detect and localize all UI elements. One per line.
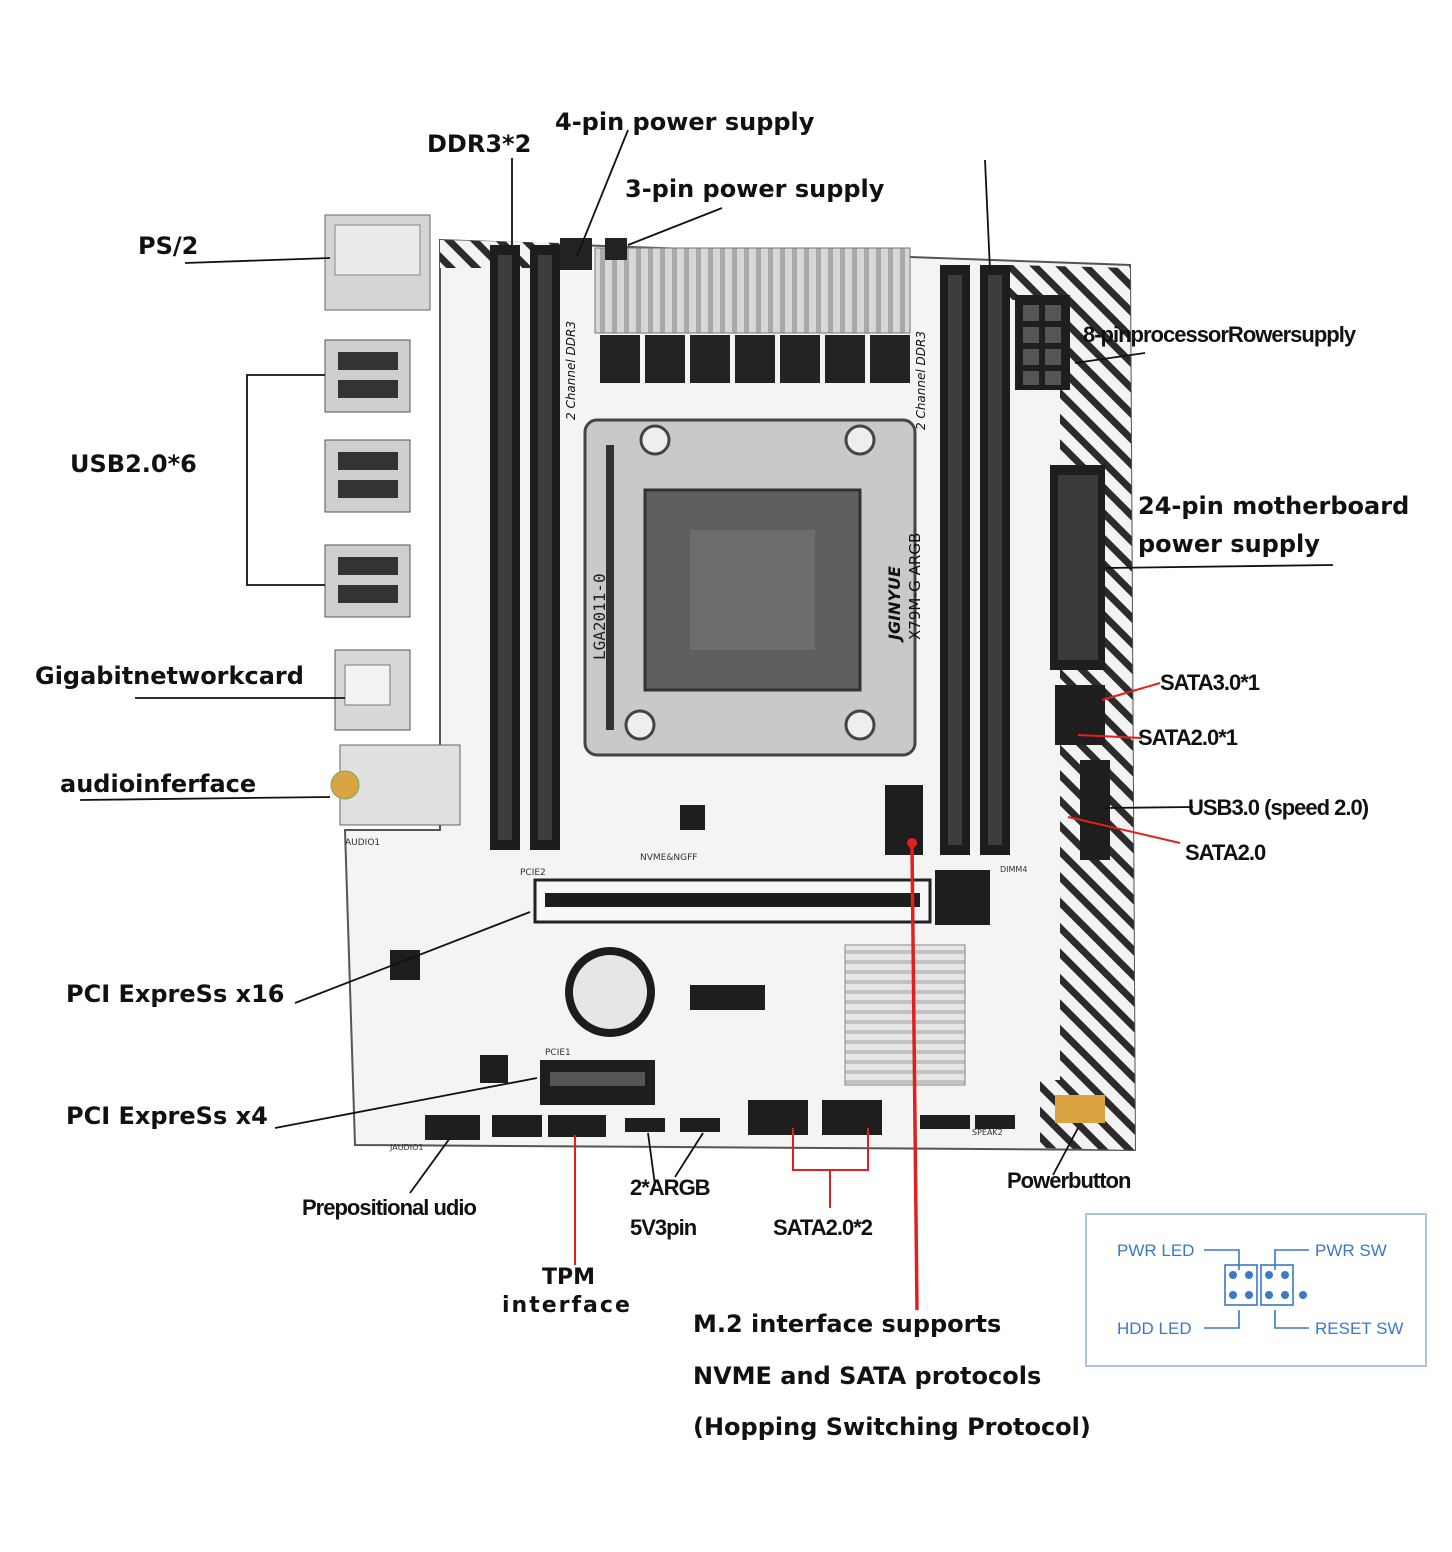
audio-silkscreen: AUDIO1 <box>345 838 380 848</box>
pinout-diagram <box>1204 1249 1309 1329</box>
label-8pin: 8-pinprocessorRowersupply <box>1083 322 1356 347</box>
label-pcie4: PCI ExpreSs x4 <box>66 1102 268 1130</box>
label-pcie16: PCI ExpreSs x16 <box>66 980 285 1008</box>
twenty-four-pin-connector <box>1050 465 1105 670</box>
usb-port-stack-2 <box>324 439 411 513</box>
label-sata3: SATA3.0*1 <box>1160 670 1260 695</box>
label-m2-line3: (Hopping Switching Protocol) <box>693 1413 1091 1441</box>
leader-lines-red <box>574 682 1181 1311</box>
front-panel-pinout: PWR LED PWR SW HDD LED RESET SW <box>1085 1213 1427 1367</box>
label-4pin: 4-pin power supply <box>555 108 815 136</box>
label-tpm-line1: TPM <box>542 1265 596 1290</box>
ram-silkscreen-left: 2 Channel DDR3 <box>564 321 578 420</box>
label-sata2-1: SATA2.0*1 <box>1138 725 1238 750</box>
rear-io <box>324 214 461 826</box>
usb-port-stack-3 <box>324 544 411 618</box>
label-m2-line1: M.2 interface supports <box>693 1310 1002 1338</box>
bottom-headers <box>425 1095 1105 1140</box>
cpu-fan-headers <box>560 238 627 270</box>
ram-slots-right: 2 Channel DDR3 <box>914 265 1010 855</box>
hdd-led-label: HDD LED <box>1117 1319 1192 1338</box>
cmos-battery <box>565 947 655 1037</box>
usb3-header <box>1080 760 1110 860</box>
label-prepositional: Prepositional udio <box>302 1195 477 1220</box>
label-usb2: USB2.0*6 <box>70 450 197 478</box>
speaker-silkscreen: SPEAK2 <box>972 1128 1003 1137</box>
m2-silkscreen: NVME&NGFF <box>640 853 697 863</box>
label-argb-line1: 2*ARGB <box>630 1175 711 1200</box>
pwr-led-label: PWR LED <box>1117 1241 1195 1260</box>
brand-silkscreen: JGINYUE <box>885 566 904 643</box>
label-24pin-line2: power supply <box>1138 530 1320 558</box>
pcie-x16-slot: PCIE2 <box>520 868 932 924</box>
label-powerbutton: Powerbutton <box>1007 1168 1131 1193</box>
reset-sw-label: RESET SW <box>1315 1319 1404 1338</box>
label-ddr3: DDR3*2 <box>427 130 532 158</box>
eight-pin-connector <box>1015 295 1070 390</box>
pwr-sw-label: PWR SW <box>1315 1241 1387 1260</box>
label-sata2x2: SATA2.0*2 <box>773 1215 873 1240</box>
label-network: Gigabitnetworkcard <box>35 662 304 690</box>
pcie2-silkscreen: PCIE2 <box>520 868 546 878</box>
usb-port-stack-1 <box>324 339 411 413</box>
label-m2-line2: NVME and SATA protocols <box>693 1362 1042 1390</box>
leader-lines <box>79 129 1334 1194</box>
chipset-fan-header <box>935 870 990 925</box>
label-24pin-line1: 24-pin motherboard <box>1138 492 1410 520</box>
pcie-x4-slot: PCIE1 <box>540 1048 655 1105</box>
ethernet-port <box>334 649 411 731</box>
jaudio-silkscreen: JAUDIO1 <box>389 1143 423 1152</box>
label-sata2: SATA2.0 <box>1185 840 1266 865</box>
ram-silkscreen-right: 2 Channel DDR3 <box>914 331 928 430</box>
model-silkscreen: X79M-G ARGB <box>906 533 924 640</box>
label-ps2: PS/2 <box>138 232 199 260</box>
label-3pin: 3-pin power supply <box>625 175 885 203</box>
audio-jacks <box>330 744 461 826</box>
label-audio: audioinferface <box>60 770 257 798</box>
pcie1-silkscreen: PCIE1 <box>545 1048 571 1058</box>
chipset-heatsink <box>844 944 966 1086</box>
dimm-silkscreen: DIMM4 <box>1000 865 1027 874</box>
vrm-heatsink <box>594 247 911 383</box>
label-tpm-line2: interface <box>502 1293 632 1318</box>
label-argb-line2: 5V3pin <box>630 1215 697 1240</box>
ram-slots-left: 2 Channel DDR3 <box>490 245 578 850</box>
label-usb3: USB3.0 (speed 2.0) <box>1188 795 1369 820</box>
cpu-socket: LGA2011-0 JGINYUE X79M-G ARGB <box>583 418 924 757</box>
socket-silkscreen: LGA2011-0 <box>590 573 609 660</box>
